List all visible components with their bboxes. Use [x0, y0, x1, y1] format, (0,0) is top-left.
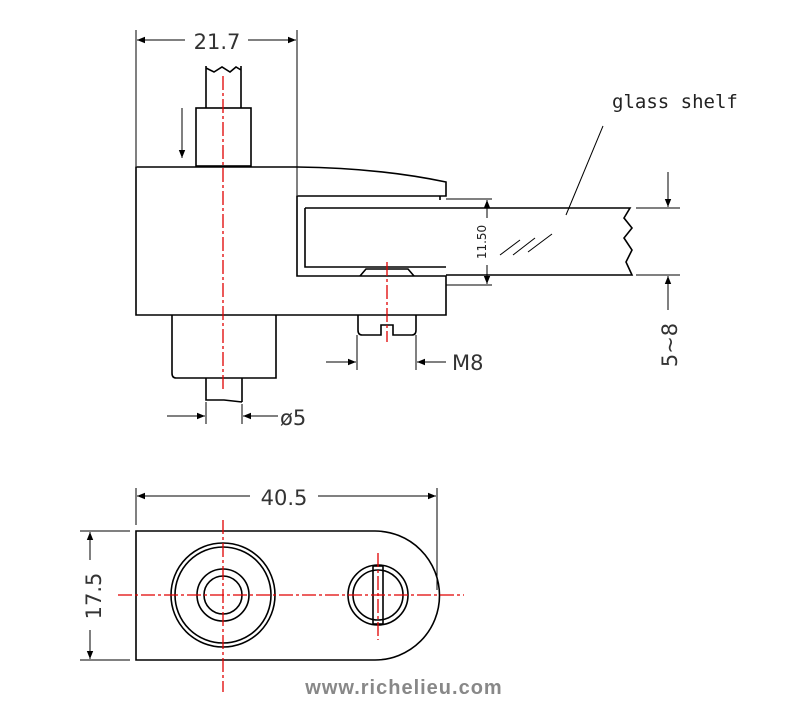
length-dim-label: 40.5	[261, 486, 308, 510]
shelf-thickness-dim-label: 5~8	[658, 323, 682, 367]
glass-shelf	[446, 207, 634, 276]
bottom-pin	[205, 378, 243, 403]
width-dimension: 21.7	[135, 30, 298, 195]
pin-dimension: ø5	[167, 402, 306, 430]
screw-dimension: M8	[326, 335, 483, 375]
glass-gap-dimension: 11.50	[446, 198, 492, 286]
width-dim-label: 21.7	[194, 30, 241, 54]
length-dimension: 40.5	[135, 486, 438, 590]
bracket-body	[135, 166, 447, 316]
leader-line	[565, 125, 604, 216]
height-dim-label: 17.5	[82, 573, 106, 620]
shelf-thickness-dimension: 5~8	[636, 172, 682, 367]
height-dimension: 17.5	[80, 530, 130, 661]
side-view: 21.7 11.50	[135, 30, 738, 430]
pin-dim-label: ø5	[280, 406, 306, 430]
screw-dim-label: M8	[452, 351, 483, 375]
footer-url: www.richelieu.com	[304, 677, 502, 699]
bottom-bushing	[171, 315, 277, 379]
post-upper	[205, 66, 242, 108]
plan-view: 40.5 17.5	[80, 486, 464, 692]
glass-shelf-label: glass shelf	[612, 91, 738, 113]
glass-gap-dim-label: 11.50	[475, 225, 489, 259]
plate-outline	[135, 530, 441, 661]
